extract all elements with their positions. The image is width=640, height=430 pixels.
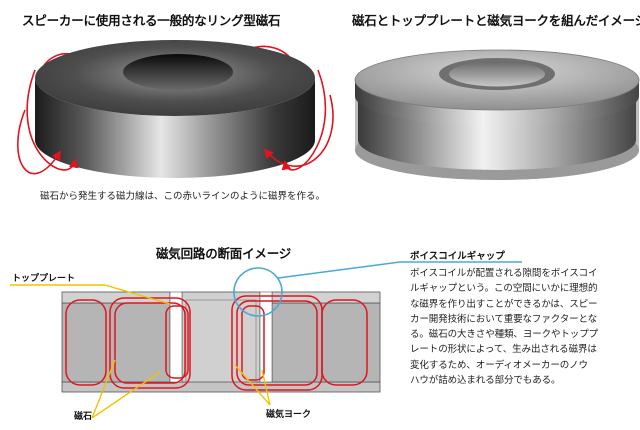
figure2-title: 磁石とトッププレートと磁気ヨークを組んだイメージ: [352, 13, 640, 28]
ring-magnet-illustration: [17, 40, 334, 178]
label-magnet: 磁石: [74, 412, 93, 422]
cross-section-illustration: [10, 261, 522, 419]
label-top-plate: トッププレート: [12, 274, 76, 284]
label-voice-coil-gap: ボイスコイルギャップ: [410, 251, 505, 262]
description-paragraph: ボイスコイルが配置される隙間をボイスコイ ルギャップという。この空間にいかに理想…: [410, 268, 599, 387]
figure1-title: スピーカーに使用される一般的なリング型磁石: [22, 13, 281, 28]
label-yoke: 磁気ヨーク: [266, 410, 312, 420]
assembled-magnet-illustration: [354, 49, 640, 180]
figure3-title: 磁気回路の断面イメージ: [156, 246, 292, 261]
figure1-caption: 磁石から発生する磁力線は、この赤いラインのように磁界を作る。: [40, 191, 326, 202]
